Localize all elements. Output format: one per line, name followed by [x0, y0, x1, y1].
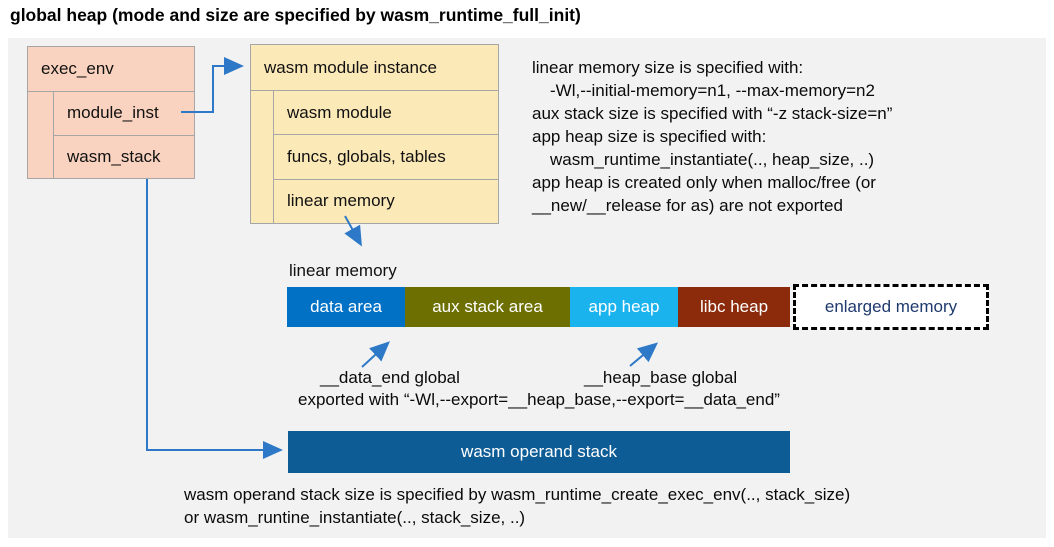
linear-memory-label: linear memory: [289, 261, 397, 280]
operand-stack-caption: wasm operand stack size is specified by …: [184, 483, 850, 529]
exec-env-row-module-inst: module_inst: [54, 92, 194, 136]
module-instance-box: wasm module instance wasm module funcs, …: [250, 44, 499, 224]
note-line: -Wl,--initial-memory=n1, --max-memory=n2: [550, 81, 875, 100]
module-instance-row-funcs-globals-tables: funcs, globals, tables: [274, 135, 498, 180]
note-line: __new/__release for as) are not exported: [532, 196, 843, 215]
exec-env-box: exec_env module_inst wasm_stack: [27, 46, 195, 179]
caption-line: wasm operand stack size is specified by …: [184, 485, 851, 504]
linear-memory-bar: data area aux stack area app heap libc h…: [287, 287, 790, 327]
data-end-global-label: __data_end global: [320, 368, 460, 387]
module-instance-indent-column: [251, 91, 274, 223]
diagram-title: global heap (mode and size are specified…: [10, 5, 581, 25]
segment-enlarged-memory: enlarged memory: [793, 284, 989, 330]
note-line: app heap size is specified with:: [532, 127, 767, 146]
export-flags-label: exported with “-Wl,--export=__heap_base,…: [298, 390, 780, 409]
note-line: app heap is created only when malloc/fre…: [532, 173, 876, 192]
segment-libc-heap: libc heap: [678, 287, 790, 327]
heap-base-global-label: __heap_base global: [584, 368, 738, 387]
module-instance-body: wasm module funcs, globals, tables linea…: [251, 91, 498, 223]
wasm-operand-stack-bar: wasm operand stack: [288, 431, 790, 473]
note-line: linear memory size is specified with:: [532, 58, 804, 77]
exec-env-row-wasm-stack: wasm_stack: [67, 146, 161, 166]
module-instance-row-linear-memory: linear memory: [287, 191, 395, 211]
note-line: aux stack size is specified with “-z sta…: [532, 104, 893, 123]
segment-app-heap: app heap: [570, 287, 678, 327]
note-line: wasm_runtime_instantiate(.., heap_size, …: [550, 150, 875, 169]
exec-env-body: module_inst wasm_stack: [28, 92, 194, 178]
module-instance-row-wasm-module: wasm module: [274, 91, 498, 136]
memory-notes: linear memory size is specified with: -W…: [532, 56, 892, 217]
module-instance-header: wasm module instance: [251, 45, 498, 91]
segment-data-area: data area: [287, 287, 405, 327]
exec-env-indent-column: [28, 92, 54, 178]
segment-aux-stack-area: aux stack area: [405, 287, 570, 327]
caption-line: or wasm_runtine_instantiate(.., stack_si…: [184, 508, 526, 527]
exec-env-header: exec_env: [28, 47, 194, 92]
